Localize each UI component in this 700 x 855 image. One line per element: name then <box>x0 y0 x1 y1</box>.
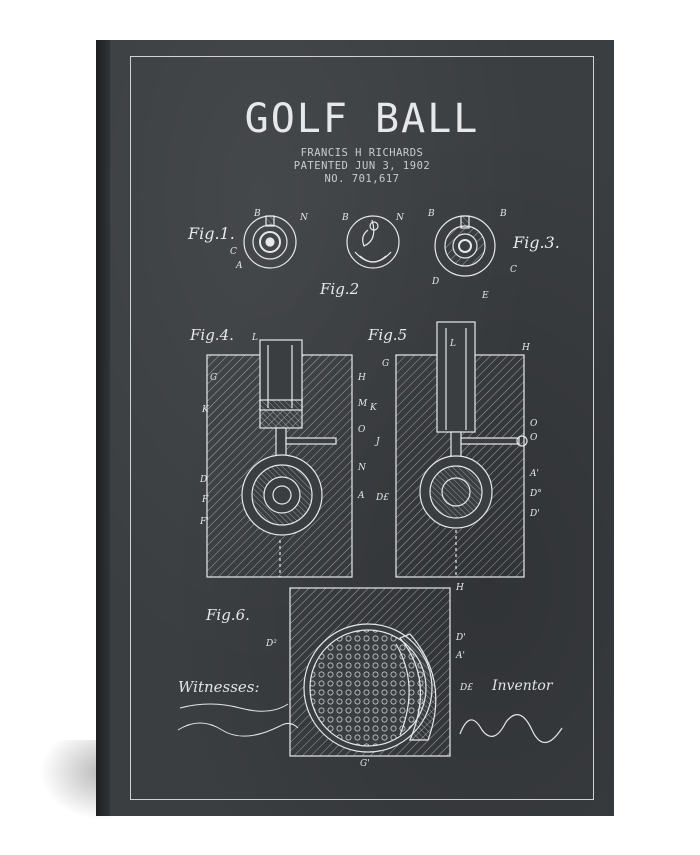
svg-text:H: H <box>455 583 464 593</box>
svg-text:F: F <box>201 495 209 505</box>
witness-signature-1 <box>179 703 289 712</box>
fig5-label: Fig.5 <box>367 326 407 344</box>
svg-text:D': D' <box>455 633 466 643</box>
svg-text:A': A' <box>529 469 539 479</box>
svg-text:A: A <box>357 491 365 501</box>
inventor-signature <box>459 714 563 744</box>
svg-text:O: O <box>530 419 538 429</box>
fig3-label: Fig.3. <box>512 233 560 252</box>
svg-text:L: L <box>449 339 456 349</box>
svg-text:B: B <box>499 209 507 219</box>
inventor-name: FRANCIS H RICHARDS <box>300 147 424 159</box>
witnesses-label: Witnesses: <box>178 678 260 696</box>
fig5-mould-section <box>395 321 528 578</box>
svg-text:D°: D° <box>529 489 542 499</box>
fig6-dimpled-ball-mould <box>289 587 451 757</box>
patent-date: PATENTED JUN 3, 1902 <box>293 160 431 172</box>
svg-text:H: H <box>357 373 366 383</box>
inventor-label: Inventor <box>491 678 554 694</box>
svg-text:D£: D£ <box>459 683 473 693</box>
svg-text:C: C <box>510 265 517 275</box>
witness-signature-2 <box>177 722 299 737</box>
inner-border <box>130 56 594 800</box>
svg-text:E: E <box>481 291 489 301</box>
svg-text:B: B <box>341 213 349 223</box>
svg-text:A: A <box>235 261 243 271</box>
fig1-label: Fig.1. <box>187 224 235 243</box>
svg-text:K: K <box>201 405 210 415</box>
svg-text:N: N <box>299 213 309 223</box>
fig4-mould-section <box>206 339 353 578</box>
svg-text:N: N <box>395 213 405 223</box>
print-title: GOLF BALL <box>244 96 480 142</box>
svg-text:G: G <box>382 359 389 369</box>
fig6-label: Fig.6. <box>205 606 250 624</box>
fig3-ball-section <box>434 215 496 277</box>
svg-text:O: O <box>530 433 538 443</box>
svg-text:G': G' <box>360 759 370 769</box>
patent-canvas-print: GOLF BALL FRANCIS H RICHARDS PATENTED JU… <box>110 40 614 816</box>
patent-number: NO. 701,617 <box>324 173 400 185</box>
svg-text:A': A' <box>455 651 465 661</box>
svg-text:D': D' <box>529 509 540 519</box>
svg-text:B: B <box>253 209 261 219</box>
svg-text:K: K <box>369 403 378 413</box>
fig2-ball-cut <box>346 215 400 269</box>
svg-text:D: D <box>431 277 439 287</box>
svg-text:L: L <box>251 333 258 343</box>
svg-text:H: H <box>521 343 530 353</box>
svg-text:C: C <box>230 247 237 257</box>
svg-text:D£: D£ <box>375 493 389 503</box>
svg-text:B: B <box>427 209 435 219</box>
svg-text:J: J <box>374 437 381 447</box>
canvas-side-edge <box>96 40 112 816</box>
fig2-label: Fig.2 <box>319 280 359 298</box>
fig1-ball-section <box>243 215 297 269</box>
svg-text:D²: D² <box>265 639 277 649</box>
patent-drawing: Fig.1. Fig.2 Fig.3. Fig.4. Fig.5 Fig.6. … <box>177 209 563 769</box>
fig4-label: Fig.4. <box>189 326 234 344</box>
svg-text:N: N <box>357 463 367 473</box>
svg-text:M: M <box>357 399 368 409</box>
svg-text:F': F' <box>199 517 209 527</box>
svg-text:D: D <box>199 475 207 485</box>
svg-text:O: O <box>358 425 366 435</box>
svg-text:G: G <box>210 373 217 383</box>
